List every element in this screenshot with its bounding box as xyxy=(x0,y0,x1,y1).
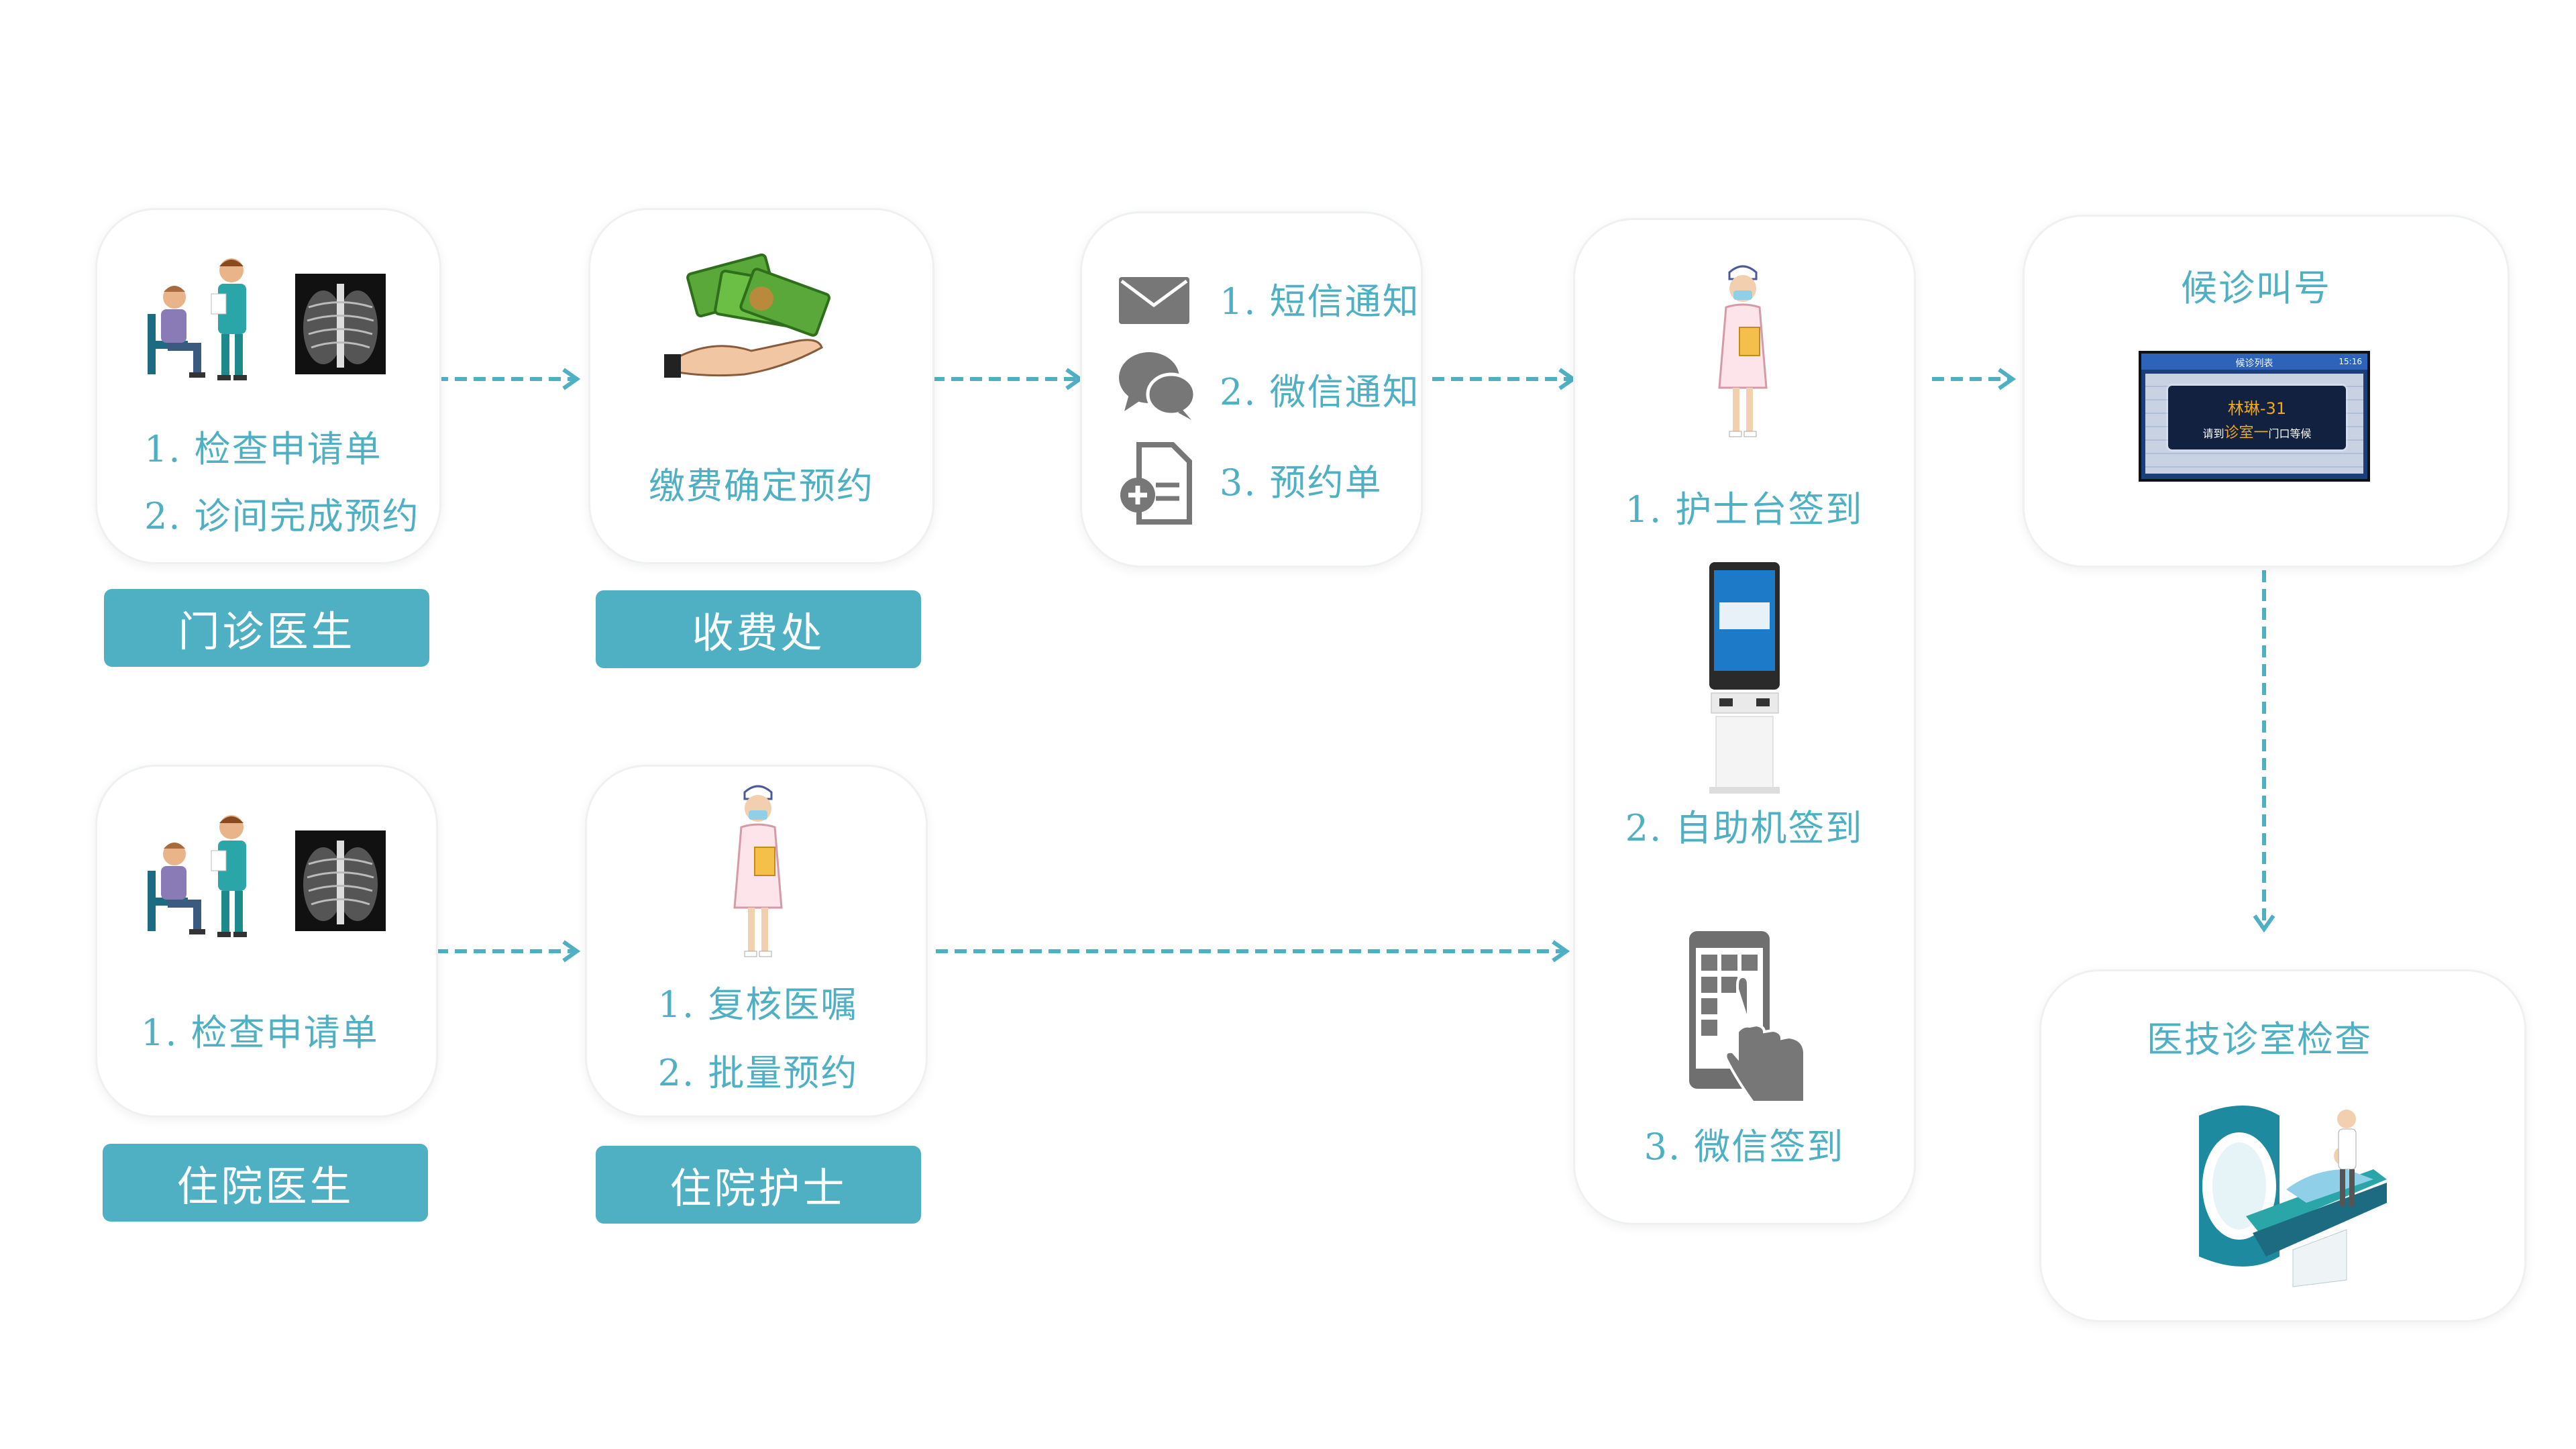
arrow-cashier-to-notify xyxy=(932,368,1084,390)
queue-message-prefix: 请到 xyxy=(2202,427,2224,440)
phone-touch-icon xyxy=(1689,931,1806,1104)
queue-room-name: 诊室一 xyxy=(2224,425,2269,441)
checkin-card: 1. 护士台签到 2. 自助机签到 3. 微信签到 xyxy=(1573,218,1916,1225)
arrow-notify-to-checkin xyxy=(1432,368,1577,390)
xray-image-icon xyxy=(295,830,386,931)
checkin-item1: 1. 护士台签到 xyxy=(1625,488,1864,531)
nurse-icon xyxy=(733,785,783,957)
doctor-consultation-icon xyxy=(148,815,247,937)
chat-bubbles-icon xyxy=(1119,352,1197,420)
queue-screen-time: 15:16 xyxy=(2339,357,2362,366)
inpatient-doctor-card: 1. 检查申请单 xyxy=(95,765,438,1118)
arrow-queue-to-exam xyxy=(2253,570,2275,933)
inpatient-doctor-step1: 1. 检查申请单 xyxy=(141,1012,379,1054)
queue-title: 候诊叫号 xyxy=(2181,267,2331,309)
outpatient-doctor-card: 1. 检查申请单 2. 诊间完成预约 xyxy=(95,208,441,564)
outpatient-doctor-button[interactable]: 门诊医生 xyxy=(104,589,429,667)
inpatient-nurse-button[interactable]: 住院护士 xyxy=(596,1146,921,1224)
notify-item3: 3. 预约单 xyxy=(1220,462,1383,504)
self-service-kiosk-icon xyxy=(1709,562,1780,794)
queue-display-screen: 候诊列表 15:16 林琳-31 请到诊室一门口等候 xyxy=(2139,351,2370,482)
document-plus-icon xyxy=(1120,442,1192,525)
inpatient-nurse-step1: 1. 复核医嘱 xyxy=(657,983,859,1026)
arrow-inpatient-doctor-to-nurse xyxy=(436,940,581,963)
arrow-checkin-to-queue xyxy=(1932,368,2017,390)
notify-item1: 1. 短信通知 xyxy=(1220,280,1420,323)
cashier-button[interactable]: 收费处 xyxy=(596,590,921,668)
nurse-icon xyxy=(1718,265,1768,437)
queue-called-patient: 林琳-31 xyxy=(2227,399,2287,418)
queue-call-message: 请到诊室一门口等候 xyxy=(2168,421,2346,442)
checkin-item2: 2. 自助机签到 xyxy=(1625,807,1864,849)
arrow-nurse-to-checkin xyxy=(936,940,1570,963)
queue-screen-header xyxy=(2141,354,2367,370)
xray-image-icon xyxy=(295,274,386,374)
payment-money-icon xyxy=(664,253,830,378)
exam-title: 医技诊室检查 xyxy=(2147,1018,2372,1061)
outpatient-step1: 1. 检查申请单 xyxy=(144,428,382,470)
arrow-doctor-to-cashier xyxy=(436,368,581,390)
doctor-consultation-icon xyxy=(148,258,247,380)
queue-screen-header-title: 候诊列表 xyxy=(2235,358,2273,369)
inpatient-doctor-button[interactable]: 住院医生 xyxy=(103,1144,428,1222)
checkin-item3: 3. 微信签到 xyxy=(1644,1126,1845,1168)
outpatient-step2: 2. 诊间完成预约 xyxy=(144,495,420,537)
queue-calling-card: 候诊叫号 候诊列表 15:16 林琳-31 请到诊室一门口等候 xyxy=(2023,215,2510,568)
notify-item2: 2. 微信通知 xyxy=(1220,371,1420,413)
notification-card: 1. 短信通知 2. 微信通知 3. 预约单 xyxy=(1080,211,1423,568)
cashier-step: 缴费确定预约 xyxy=(649,465,874,507)
inpatient-nurse-card: 1. 复核医嘱 2. 批量预约 xyxy=(585,765,928,1118)
ct-scanner-icon xyxy=(2199,1106,2387,1287)
inpatient-nurse-step2: 2. 批量预约 xyxy=(657,1052,859,1094)
envelope-icon xyxy=(1119,277,1189,324)
queue-call-popup: 林琳-31 请到诊室一门口等候 xyxy=(2168,386,2346,449)
queue-message-suffix: 门口等候 xyxy=(2268,427,2312,440)
cashier-card: 缴费确定预约 xyxy=(588,208,934,564)
exam-room-card: 医技诊室检查 xyxy=(2039,969,2526,1322)
